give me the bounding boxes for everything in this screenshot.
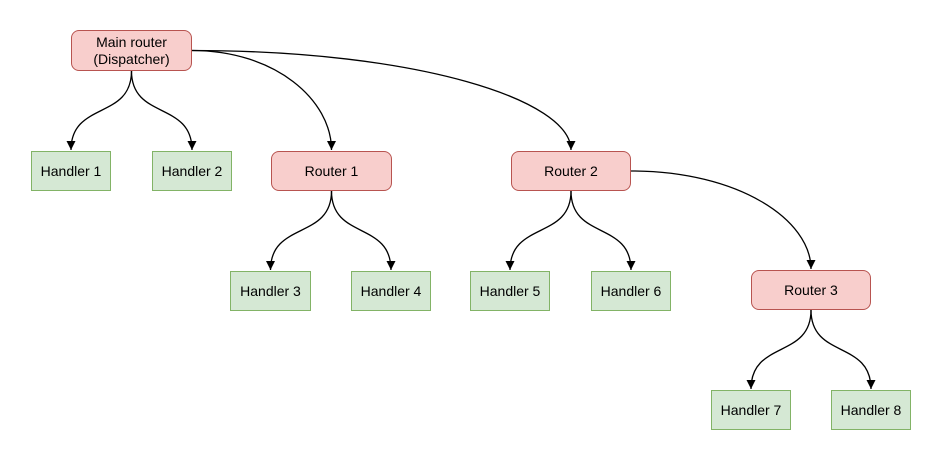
node-handler-5[interactable]: Handler 5 [470, 271, 550, 311]
edge-main-to-r2 [191, 49, 576, 151]
node-label: Router 1 [304, 162, 359, 179]
node-router-2[interactable]: Router 2 [511, 151, 631, 191]
node-label: Handler 8 [840, 401, 902, 418]
node-label: Router 2 [544, 162, 598, 179]
node-label: Handler 7 [720, 401, 782, 418]
node-label: Handler 4 [360, 282, 422, 299]
node-label: Handler 1 [40, 162, 102, 179]
edge-main-to-h2 [130, 70, 197, 151]
node-handler-4[interactable]: Handler 4 [351, 271, 431, 311]
edge-r3-to-h7 [746, 309, 812, 390]
node-label: Handler 2 [161, 162, 223, 179]
node-router-3[interactable]: Router 3 [751, 270, 871, 310]
edge-r1-to-h3 [266, 190, 333, 271]
node-handler-3[interactable]: Handler 3 [230, 271, 311, 311]
edge-main-to-h1 [66, 70, 133, 151]
edge-r3-to-h8 [810, 309, 876, 390]
node-label: Router 3 [784, 281, 838, 298]
edge-r2-to-h6 [570, 190, 636, 271]
node-label: Handler 5 [479, 282, 541, 299]
edge-main-to-r1 [191, 49, 336, 151]
edge-r2-to-r3 [630, 170, 816, 270]
node-main-router[interactable]: Main router (Dispatcher) [71, 30, 192, 71]
node-handler-8[interactable]: Handler 8 [831, 390, 911, 430]
node-label: Main router (Dispatcher) [93, 33, 170, 67]
edge-r2-to-h5 [505, 190, 572, 271]
node-router-1[interactable]: Router 1 [271, 151, 392, 191]
node-label: Handler 6 [600, 282, 662, 299]
node-handler-1[interactable]: Handler 1 [31, 151, 111, 191]
node-label: Handler 3 [240, 282, 301, 299]
node-handler-6[interactable]: Handler 6 [591, 271, 671, 311]
edge-r1-to-h4 [330, 190, 396, 271]
node-handler-2[interactable]: Handler 2 [152, 151, 232, 191]
node-handler-7[interactable]: Handler 7 [711, 390, 791, 430]
